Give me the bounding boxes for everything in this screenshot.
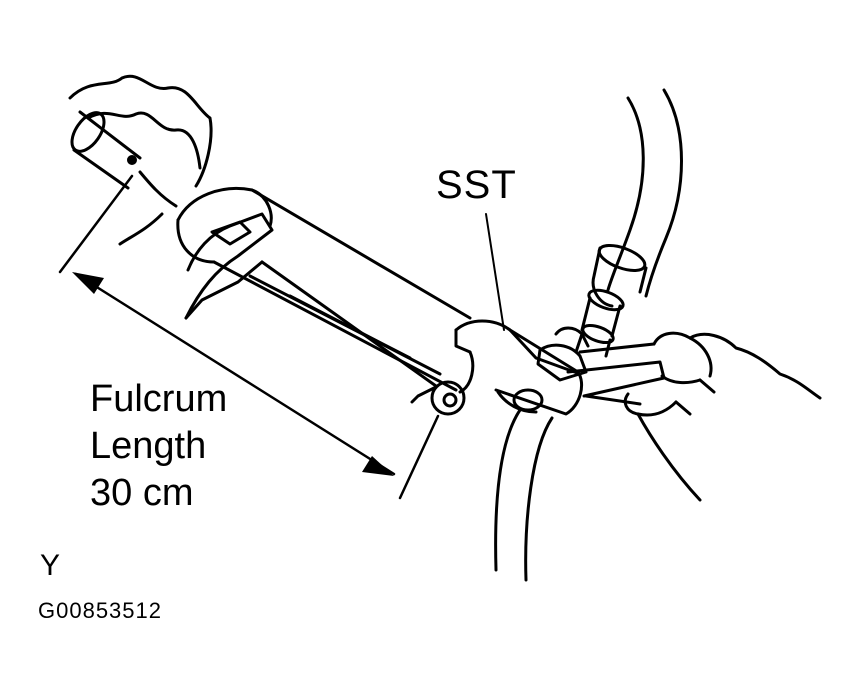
figure-code-label: G00853512	[38, 598, 162, 623]
view-mark-label: Y	[40, 549, 61, 582]
sst-callout-label: SST	[436, 163, 517, 207]
fulcrum-length-label: Fulcrum Length 30 cm	[90, 376, 227, 517]
brake-line-drawing	[576, 90, 682, 356]
wrench-handle-drawing	[66, 107, 140, 188]
lower-pipe-drawing	[496, 410, 552, 580]
right-hand-drawing	[625, 333, 820, 500]
sst-leader-line	[486, 214, 504, 330]
fulcrum-label-line-2: Length	[90, 425, 207, 467]
fulcrum-label-line-3: 30 cm	[90, 472, 194, 514]
wrench-body-drawing	[178, 188, 470, 414]
dimension-lines	[60, 176, 438, 498]
fulcrum-label-line-1: Fulcrum	[90, 378, 228, 420]
left-hand-drawing	[70, 76, 211, 244]
sst-adapter-drawing	[456, 321, 588, 414]
dimension-arrowhead-left	[72, 272, 104, 294]
open-end-wrench-drawing	[568, 344, 664, 404]
dimension-arrowhead-right	[362, 456, 394, 476]
